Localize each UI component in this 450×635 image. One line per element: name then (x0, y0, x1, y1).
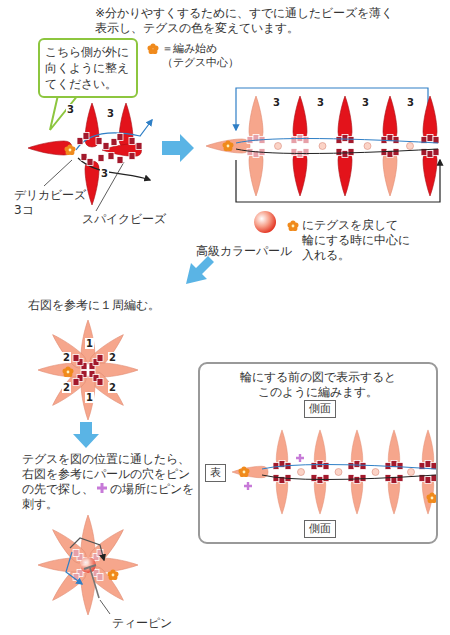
side-label-box: 側面 (304, 400, 336, 418)
panel-box: 側面表側面輪にする前の図で表示すると このように編みます。 (198, 362, 438, 544)
plus-mark (96, 482, 108, 494)
face-label-box: 表 (205, 464, 226, 482)
callout-number: 3 (106, 108, 115, 119)
callout-number: 3 (361, 97, 370, 108)
callout-number: 3 (272, 97, 281, 108)
callout-number: 3 (316, 97, 325, 108)
callout-number: 3 (66, 104, 75, 115)
callout-number: 1 (85, 338, 94, 349)
callout-number: 2 (62, 352, 71, 363)
node-text: 側面 (309, 522, 331, 536)
callout-number: 3 (100, 168, 109, 179)
note-text: にテグスを戻して 輪にする時に中心に 入れる。 (302, 218, 422, 263)
callout-number: 3 (406, 97, 415, 108)
part-name: 高級カラーパール (196, 244, 292, 259)
callout-number: 2 (108, 382, 117, 393)
node-text: 側面 (309, 402, 331, 416)
node-text: 輪にする前の図で表示すると このように編みます。 (200, 364, 436, 400)
side-label-box: 側面 (304, 520, 336, 538)
step-text: テグスを図の位置に通したら、右図を参考にパールの穴をピンの先で探し、の場所にピン… (22, 452, 198, 512)
start-mark (146, 42, 162, 56)
legend-text: ＝編み始め （テグス中心） (162, 42, 248, 70)
callout-number: 2 (62, 382, 71, 393)
legend-row: ＝編み始め （テグス中心） (146, 42, 248, 70)
part-name: ティーピン (112, 616, 172, 631)
step-text: 右図を参考に１周編む。 (28, 298, 160, 313)
note-text: ※分かりやすくするために、すでに通したビーズを薄く表示し、テグスの色を変えていま… (95, 6, 400, 36)
callout-number: 2 (108, 352, 117, 363)
node-text: 表 (210, 466, 221, 480)
node-text: こちら側が外に向くように整えてください。 (45, 44, 131, 92)
callout-number: 1 (85, 392, 94, 403)
part-name: スパイクビーズ (82, 212, 166, 227)
callout-bubble: こちら側が外に向くように整えてください。 (38, 38, 138, 98)
